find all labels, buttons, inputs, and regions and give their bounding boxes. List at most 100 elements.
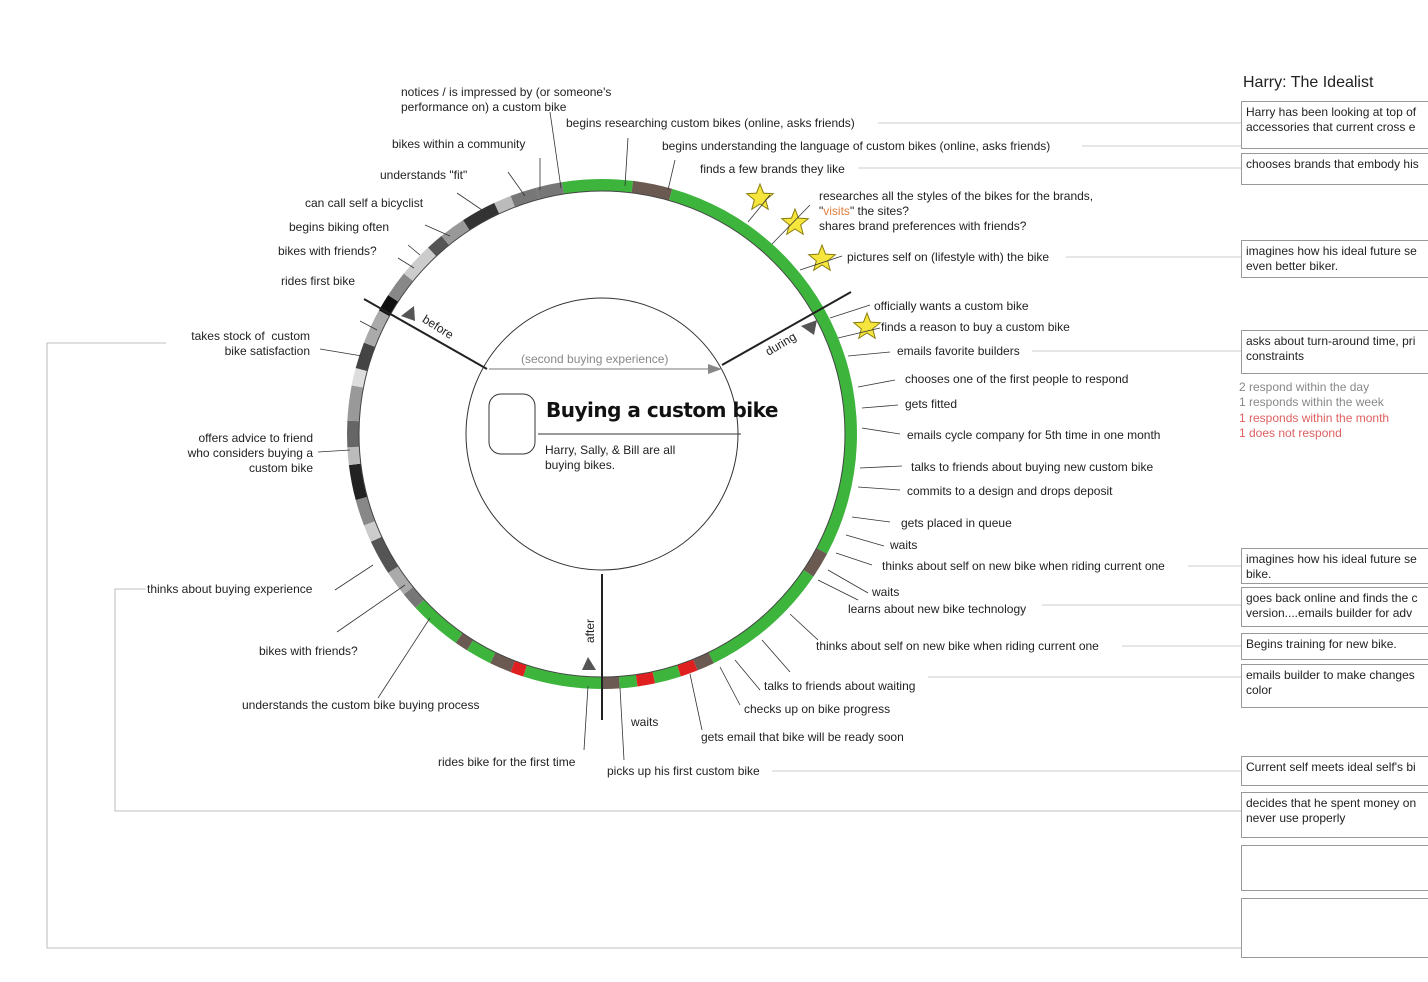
event-lifestyle: pictures self on (lifestyle with) the bi…: [847, 250, 1050, 264]
event-community: bikes within a community: [392, 137, 526, 151]
center-title: Buying a custom bike: [546, 398, 778, 422]
star-marker: [745, 182, 775, 211]
ring-segment: [602, 676, 620, 689]
journey-ring: [347, 179, 857, 689]
event-brands: finds a few brands they like: [700, 162, 845, 176]
event-picks-up: picks up his first custom bike: [607, 764, 760, 778]
event-reason: finds a reason to buy a custom bike: [881, 320, 1070, 334]
event-rides-first: rides bike for the first time: [438, 755, 576, 769]
persona-box: decides that he spent money on never use…: [1241, 792, 1428, 838]
connector-line: [456, 192, 486, 213]
phase-after-label: after: [583, 618, 598, 644]
star-marker: [852, 311, 882, 340]
persona-box: [1241, 845, 1428, 891]
ring-segment: [668, 188, 857, 554]
connector-lines: [317, 111, 903, 761]
center-icon: [488, 393, 536, 455]
event-emails-builders: emails favorite builders: [897, 344, 1020, 358]
event-first-respond: chooses one of the first people to respo…: [905, 372, 1129, 386]
after-marker: [582, 657, 596, 670]
connector-line: [851, 516, 891, 523]
ring-segment: [415, 599, 463, 643]
connector-line: [377, 617, 431, 699]
connector-line: [857, 486, 901, 491]
ring-segment: [510, 187, 540, 208]
connector-line: [397, 257, 415, 269]
event-waits1: waits: [890, 538, 918, 552]
connector-line: [334, 564, 374, 591]
star-marker: [807, 243, 837, 272]
ring-segment: [403, 247, 437, 282]
event-fitted: gets fitted: [905, 397, 958, 411]
connector-line: [859, 465, 903, 469]
divider-during: [721, 291, 852, 366]
connector-line: [319, 348, 363, 357]
persona-box: emails builder to make changes color: [1241, 664, 1428, 708]
connector-line: [747, 194, 771, 223]
ring-segment: [523, 665, 602, 689]
persona-box: imagines how his ideal future se bike.: [1241, 548, 1428, 584]
event-styles-2c: " the sites?: [849, 204, 909, 218]
ring-segment: [347, 385, 364, 422]
ring-segment: [803, 548, 828, 577]
persona-stat: 2 respond within the day: [1239, 380, 1370, 394]
event-thinks2: thinks about self on new bike when ridin…: [816, 639, 1099, 653]
connector-line: [689, 673, 703, 731]
connector-line: [667, 159, 676, 191]
event-language: begins understanding the language of cus…: [662, 139, 1051, 153]
event-friends1: bikes with friends?: [278, 244, 377, 258]
event-deposit: commits to a design and drops deposit: [907, 484, 1113, 498]
connector-line: [829, 304, 871, 319]
ring-segment: [428, 235, 450, 257]
connector-line: [507, 171, 526, 197]
connector-line: [837, 327, 881, 339]
persona-box: Begins training for new bike.: [1241, 633, 1428, 660]
frame-line-outer: [46, 342, 1241, 949]
connector-line: [827, 569, 869, 594]
connector-line: [407, 244, 421, 256]
center-subtitle: Harry, Sally, & Bill are all buying bike…: [545, 443, 676, 472]
connector-line: [359, 320, 378, 331]
connector-line: [761, 639, 791, 673]
connector-line: [317, 449, 351, 453]
ring-segment: [355, 496, 376, 526]
event-waits2: waits: [872, 585, 900, 599]
stars: [745, 182, 882, 340]
ring-segment: [510, 660, 527, 677]
event-experience: thinks about buying experience: [147, 582, 313, 596]
before-marker: [401, 306, 415, 321]
connector-line: [845, 534, 885, 547]
connector-line: [619, 687, 625, 761]
persona-box: goes back online and finds the c version…: [1241, 587, 1428, 627]
connector-line: [847, 351, 891, 357]
ring-segment: [652, 665, 681, 684]
event-wants: officially wants a custom bike: [874, 299, 1029, 313]
ring-segment: [635, 671, 656, 687]
ring-segment: [463, 202, 500, 231]
connector-line: [861, 427, 901, 435]
ring-segment: [708, 569, 814, 664]
event-technology: learns about new bike technology: [848, 602, 1027, 616]
persona-box: imagines how his ideal future se even be…: [1241, 240, 1428, 278]
persona-stat: 1 does not respond: [1239, 426, 1342, 440]
ring-segment: [693, 652, 714, 671]
event-cyclist: can call self a bicyclist: [305, 196, 424, 210]
event-fit: understands "fit": [380, 168, 468, 182]
ring-segment: [631, 180, 673, 201]
ring-segment: [388, 566, 414, 595]
connector-line: [549, 111, 562, 189]
ring-segment: [363, 521, 382, 542]
event-notices: notices / is impressed by (or someone's …: [401, 85, 612, 114]
divider-before: [363, 298, 488, 370]
event-ready: gets email that bike will be ready soon: [701, 730, 904, 744]
ring-segment: [347, 420, 360, 448]
event-advice: offers advice to friend who considers bu…: [187, 431, 313, 475]
event-firstbike: rides first bike: [281, 274, 356, 288]
star-marker: [780, 207, 810, 236]
ring-segment: [388, 273, 414, 302]
event-process: understands the custom bike buying proce…: [242, 698, 480, 712]
event-talks-new: talks to friends about buying new custom…: [911, 460, 1154, 474]
persona-box: chooses brands that embody his: [1241, 153, 1428, 185]
ring-segment: [363, 310, 390, 347]
